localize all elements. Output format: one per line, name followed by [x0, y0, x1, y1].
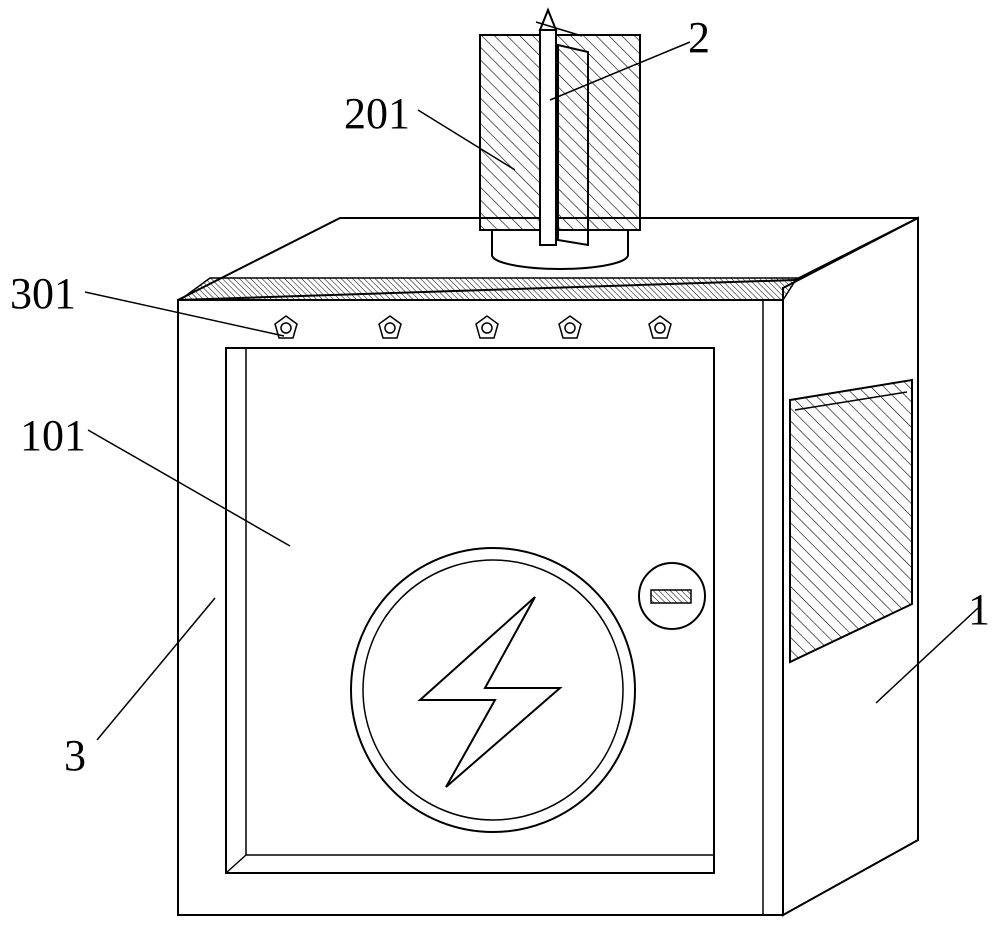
lightning-bolt-icon [417, 596, 563, 788]
door-lock [638, 562, 706, 630]
top-vent-strip [177, 277, 799, 301]
screw-row [274, 315, 672, 339]
screw-icon [378, 315, 402, 339]
ref-label-2: 2 [688, 13, 710, 62]
leader-lines [84, 41, 979, 741]
ref-label-3: 3 [64, 731, 86, 780]
ref-label-201: 201 [344, 89, 410, 138]
ref-label-1: 1 [968, 585, 990, 634]
screw-icon [274, 315, 298, 339]
screw-icon [648, 315, 672, 339]
warning-emblem [350, 547, 636, 833]
side-vent-window [789, 378, 913, 664]
screw-icon [558, 315, 582, 339]
ref-label-101: 101 [20, 411, 86, 460]
lock-icon [638, 562, 706, 630]
ref-label-301: 301 [10, 269, 76, 318]
wind-turbine [479, 7, 641, 270]
screw-icon [475, 315, 499, 339]
front-door [225, 347, 715, 874]
